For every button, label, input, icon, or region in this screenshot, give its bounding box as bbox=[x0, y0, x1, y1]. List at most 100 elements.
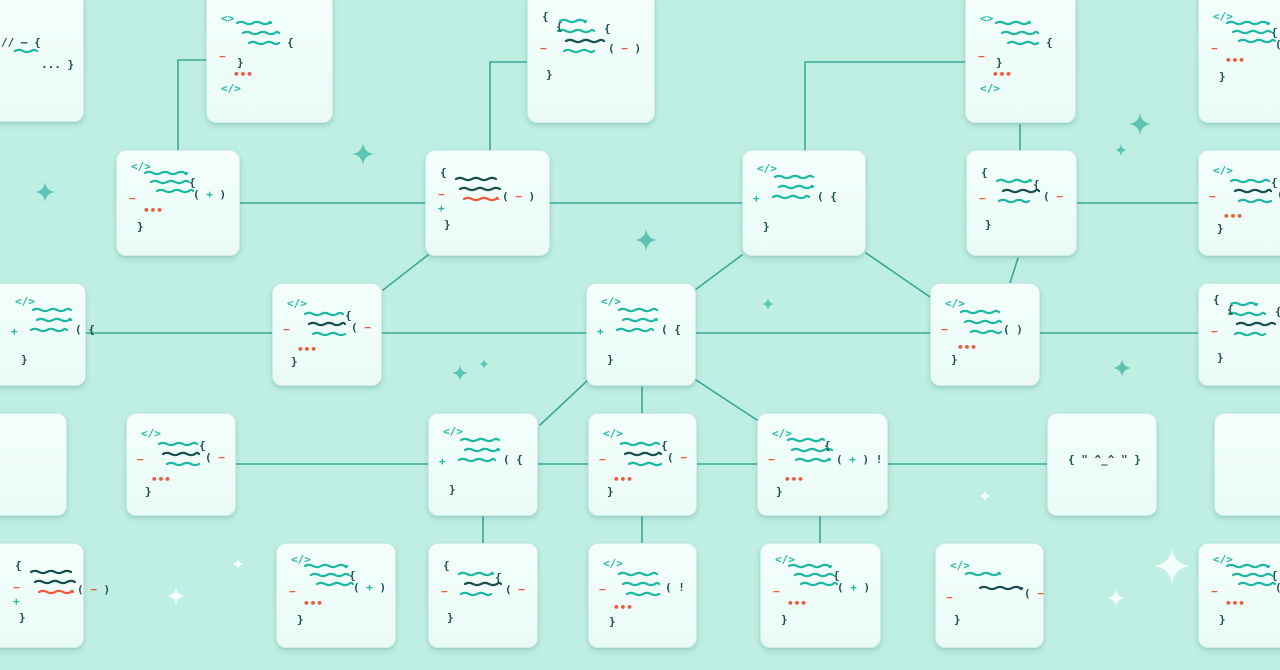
sparkle-icon bbox=[762, 298, 774, 310]
code-squiggle bbox=[978, 585, 1024, 591]
code-card: </>{−( + ) !•••} bbox=[757, 413, 888, 516]
code-squiggle bbox=[623, 451, 663, 457]
code-squiggle bbox=[786, 437, 826, 443]
card-squiggles bbox=[994, 20, 1040, 46]
code-symbol: </> bbox=[221, 82, 241, 95]
code-symbol: ( ! bbox=[665, 581, 685, 594]
code-symbol: ( − bbox=[1024, 587, 1044, 600]
code-symbol: − bbox=[1211, 325, 1218, 338]
code-symbol: { bbox=[189, 176, 196, 189]
code-squiggle bbox=[155, 188, 195, 194]
card-squiggles bbox=[787, 563, 839, 587]
code-symbol: </> bbox=[291, 553, 311, 566]
code-squiggle bbox=[31, 307, 73, 313]
code-symbol: − bbox=[1211, 585, 1218, 598]
code-card bbox=[1214, 413, 1280, 516]
card-squiggles bbox=[1225, 20, 1277, 44]
code-symbol: } bbox=[137, 220, 144, 233]
code-symbol: { bbox=[349, 569, 356, 582]
card-squiggles bbox=[1215, 414, 1280, 517]
code-squiggle bbox=[627, 461, 663, 467]
code-squiggle bbox=[963, 319, 1003, 325]
code-symbol: − bbox=[540, 42, 547, 55]
code-symbol: − bbox=[441, 585, 448, 598]
code-symbol: + bbox=[11, 325, 18, 338]
code-squiggle bbox=[29, 569, 73, 575]
code-squiggle bbox=[35, 317, 73, 323]
code-symbol: ( { bbox=[661, 323, 681, 336]
code-symbol: } bbox=[145, 485, 152, 498]
code-squiggle bbox=[997, 198, 1031, 204]
code-squiggle bbox=[558, 18, 588, 24]
sparkle-icon bbox=[1113, 359, 1131, 377]
code-symbol: − bbox=[13, 581, 20, 594]
code-card: </>{−( + )•••} bbox=[116, 150, 240, 256]
code-symbol: − bbox=[941, 323, 948, 336]
code-squiggle bbox=[161, 451, 201, 457]
code-squiggle bbox=[1225, 20, 1271, 26]
connection-line bbox=[382, 254, 429, 291]
code-symbol: </> bbox=[287, 297, 307, 310]
card-squiggles bbox=[143, 170, 195, 194]
code-card: {−+( − )} bbox=[0, 543, 110, 648]
code-squiggle bbox=[625, 591, 661, 597]
code-symbol: ( { bbox=[75, 323, 95, 336]
code-squiggle bbox=[995, 178, 1033, 184]
code-symbol: } bbox=[985, 218, 992, 231]
code-symbol: − bbox=[438, 188, 445, 201]
code-squiggle bbox=[13, 48, 39, 54]
code-symbol: </> bbox=[1213, 10, 1233, 23]
sparkle-icon bbox=[1115, 144, 1127, 156]
code-squiggle bbox=[1225, 563, 1271, 569]
code-symbol: { bbox=[661, 439, 668, 452]
code-squiggle bbox=[459, 591, 493, 597]
code-symbol: } bbox=[21, 353, 28, 366]
code-card: </>{−( + )•••} bbox=[1198, 0, 1280, 123]
code-squiggle bbox=[1235, 321, 1277, 327]
code-card: // — {... } bbox=[0, 0, 84, 122]
code-squiggle bbox=[1000, 30, 1040, 36]
code-symbol: } bbox=[546, 68, 553, 81]
sparkle-icon bbox=[1107, 589, 1125, 607]
card-squiggles bbox=[454, 176, 502, 202]
code-card: </>+( {} bbox=[428, 413, 538, 516]
code-symbol: { bbox=[199, 439, 206, 452]
code-symbol: } bbox=[607, 353, 614, 366]
code-symbol: { bbox=[1271, 26, 1278, 39]
sparkle-icon bbox=[452, 365, 468, 381]
code-card bbox=[0, 413, 67, 516]
code-squiggle bbox=[794, 457, 832, 463]
code-symbol: } bbox=[449, 483, 456, 496]
code-squiggle bbox=[235, 20, 273, 26]
code-squiggle bbox=[165, 461, 201, 467]
code-symbol: { bbox=[556, 20, 563, 33]
code-symbol: − bbox=[979, 192, 986, 205]
code-squiggle bbox=[29, 327, 69, 333]
code-squiggle bbox=[149, 179, 191, 185]
code-squiggle bbox=[1233, 331, 1267, 337]
code-squiggle bbox=[793, 572, 835, 578]
code-squiggle bbox=[771, 194, 811, 200]
connection-line bbox=[539, 379, 589, 426]
code-card: {{{−( − )} bbox=[527, 0, 655, 123]
code-squiggle bbox=[959, 309, 1001, 315]
code-symbol: } bbox=[763, 220, 770, 233]
code-symbol: { bbox=[833, 569, 840, 582]
code-symbol: { bbox=[345, 309, 352, 322]
code-symbol: − bbox=[129, 192, 136, 205]
code-symbol: } bbox=[444, 218, 451, 231]
code-symbol: − bbox=[289, 585, 296, 598]
code-symbol: ( ) bbox=[1003, 323, 1023, 336]
code-symbol: ( − bbox=[505, 583, 525, 596]
code-symbol: </> bbox=[775, 553, 795, 566]
code-symbol: − bbox=[599, 583, 606, 596]
code-symbol: ••• bbox=[613, 473, 633, 486]
code-symbol: { bbox=[443, 559, 450, 572]
code-symbol: { bbox=[1033, 178, 1040, 191]
code-symbol: − bbox=[768, 453, 775, 466]
code-card: </>{−( + )•••} bbox=[1198, 543, 1280, 648]
code-symbol: ••• bbox=[992, 68, 1012, 81]
code-symbol: { bbox=[495, 571, 502, 584]
code-squiggle bbox=[562, 48, 596, 54]
